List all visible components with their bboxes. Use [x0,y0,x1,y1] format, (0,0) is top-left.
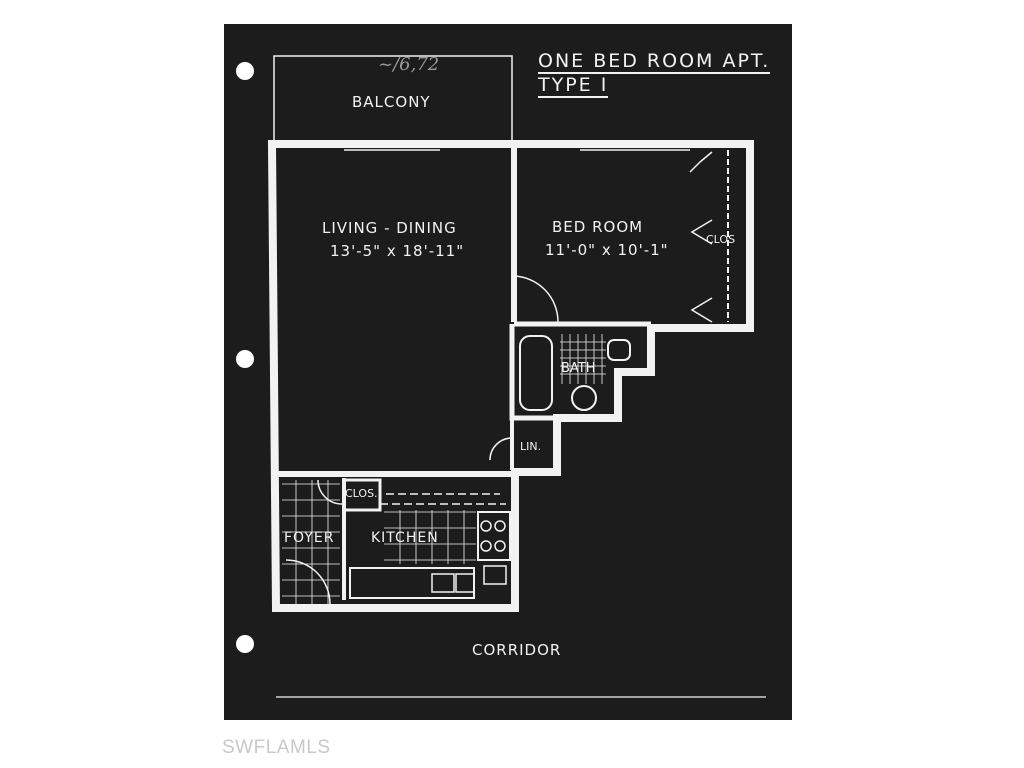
kitchen-tile [384,510,476,564]
sink [571,385,597,411]
upper-cabinets [380,493,506,505]
linen-door-swing [489,437,513,461]
foyer-tile [282,480,340,604]
mls-watermark: SWFLAMLS [222,737,331,758]
bedroom-closet-label: CLOS [706,233,736,246]
range [477,511,511,561]
toilet [607,339,631,361]
plan-type: TYPE I [538,74,609,98]
kitchen-sink-left [431,573,455,593]
bathtub [519,335,553,411]
bedroom-window [580,145,690,151]
foyer-label: FOYER [284,530,335,546]
bedroom-label: BED ROOM [552,218,644,236]
bath-label: BATH [561,361,596,376]
foyer-closet-box [342,478,382,512]
bedroom-door-swing [513,275,559,323]
binder-hole-middle [236,350,254,368]
binder-hole-bottom [236,635,254,653]
entry-door-swing [285,559,331,605]
kitchen-label: KITCHEN [371,530,439,546]
linen-label: LIN. [520,440,542,453]
foyer-closet-label: CLOS. [345,487,378,500]
handwritten-note: ~/6,72 [378,54,440,75]
living-dining-label: LIVING - DINING [322,219,457,237]
closet-door-mark [690,219,713,245]
kitchen-sink-right [455,573,475,593]
bedroom-size: 11'-0" x 10'-1" [545,241,669,259]
exterior-wall [267,140,754,612]
balcony-label: BALCONY [352,93,431,111]
plan-title: ONE BED ROOM APT. [538,50,771,74]
corridor-label: CORRIDOR [472,641,562,659]
binder-hole-top [236,62,254,80]
refrigerator [483,565,507,585]
bath-tile [560,334,606,384]
living-window [344,145,440,151]
living-dining-size: 13'-5" x 18'-11" [330,242,465,260]
